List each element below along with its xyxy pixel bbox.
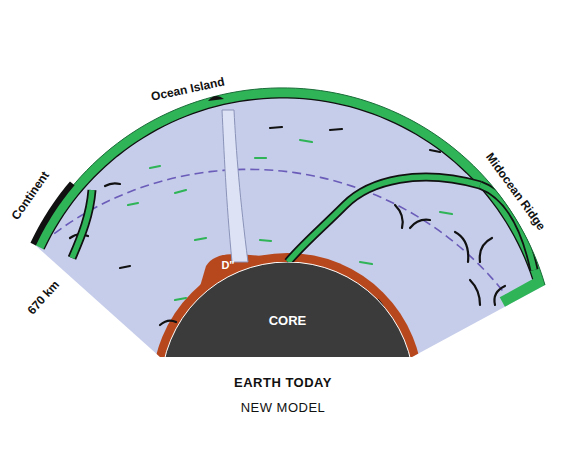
mantle-streak xyxy=(150,166,160,168)
mantle-streak xyxy=(160,321,176,325)
mantle-streak xyxy=(105,183,120,186)
core-label: CORE xyxy=(269,313,307,328)
mantle-streak xyxy=(470,280,480,305)
mantle-streak xyxy=(260,240,271,241)
mantle-streak xyxy=(395,205,403,228)
slab xyxy=(72,190,92,258)
mantle-streak xyxy=(360,262,372,264)
mantle-streak xyxy=(410,220,430,228)
crust-edge xyxy=(505,285,545,307)
mantle-streak xyxy=(270,127,282,128)
feature-label: D" xyxy=(221,259,234,272)
mantle-streak xyxy=(255,157,266,159)
ocean-island xyxy=(208,96,224,101)
mantle-streak xyxy=(455,232,468,262)
surface xyxy=(35,88,545,285)
slab-outline xyxy=(288,177,480,262)
crust-base xyxy=(44,98,535,288)
mantle-streak xyxy=(128,203,138,205)
mantle-streak xyxy=(440,212,452,214)
crust xyxy=(35,88,545,285)
core-shape xyxy=(160,262,414,357)
mantle-streak xyxy=(175,298,186,300)
mantle-plume xyxy=(222,110,248,262)
mantle-features xyxy=(35,88,545,460)
mantle-streak xyxy=(120,266,130,268)
diagram-caption: NEW MODEL xyxy=(241,401,326,416)
d-layer xyxy=(152,253,423,460)
slab-outline xyxy=(72,190,92,258)
mantle-streak xyxy=(300,140,312,142)
mantle-streak xyxy=(195,238,206,240)
mantle-streak xyxy=(480,238,492,262)
core-region: CORE xyxy=(160,262,414,357)
feature-label: 670 km xyxy=(25,278,62,317)
mantle-streak xyxy=(175,190,186,193)
mantle xyxy=(35,88,545,357)
diagram-title: EARTH TODAY xyxy=(234,376,332,391)
slab xyxy=(288,177,480,262)
mantle-streak xyxy=(330,129,342,130)
core-circle xyxy=(161,262,414,357)
mantle-streak xyxy=(430,150,440,152)
